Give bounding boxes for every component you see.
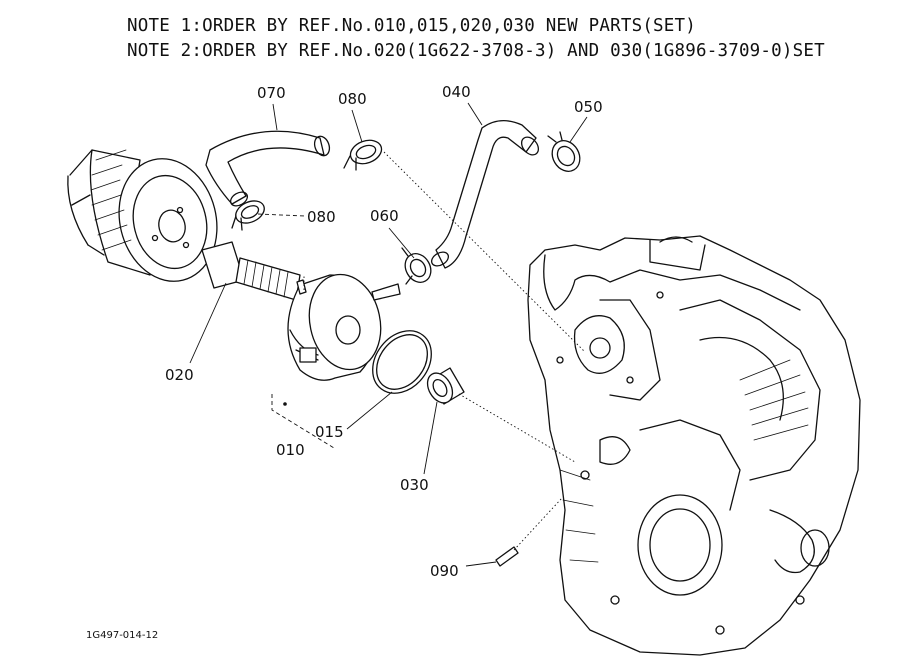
ref-090[interactable]: 090 <box>430 562 459 580</box>
ref-050[interactable]: 050 <box>574 98 603 116</box>
drawing-code: 1G497-014-12 <box>86 630 159 641</box>
clamp-080-upper-drawing <box>343 139 383 171</box>
hose-070-drawing <box>205 130 325 205</box>
leader-lines <box>189 102 588 567</box>
pin-090-drawing <box>495 546 519 567</box>
hose-040-drawing <box>435 120 537 269</box>
ref-060[interactable]: 060 <box>370 207 399 225</box>
ref-080-lower[interactable]: 080 <box>307 208 336 226</box>
clamp-050-drawing <box>547 131 581 172</box>
note-1: NOTE 1:ORDER BY REF.No.010,015,020,030 N… <box>127 16 697 36</box>
ref-020[interactable]: 020 <box>165 366 194 384</box>
ref-030[interactable]: 030 <box>400 476 429 494</box>
ref-080-upper[interactable]: 080 <box>338 90 367 108</box>
clamp-060-drawing <box>401 247 432 285</box>
oil-filter-drawing <box>67 149 218 282</box>
oil-cooler-drawing <box>287 273 401 381</box>
collar-drawing <box>426 367 465 405</box>
ref-070[interactable]: 070 <box>257 84 286 102</box>
o-ring-drawing <box>372 330 432 394</box>
ref-015[interactable]: 015 <box>315 423 344 441</box>
engine-block-drawing <box>527 235 861 656</box>
union-bolt-drawing <box>201 241 301 301</box>
note-2: NOTE 2:ORDER BY REF.No.020(1G622-3708-3)… <box>127 41 825 61</box>
ref-040[interactable]: 040 <box>442 83 471 101</box>
clamp-080-lower-drawing <box>231 200 265 231</box>
ref-010[interactable]: 010 <box>276 441 305 459</box>
